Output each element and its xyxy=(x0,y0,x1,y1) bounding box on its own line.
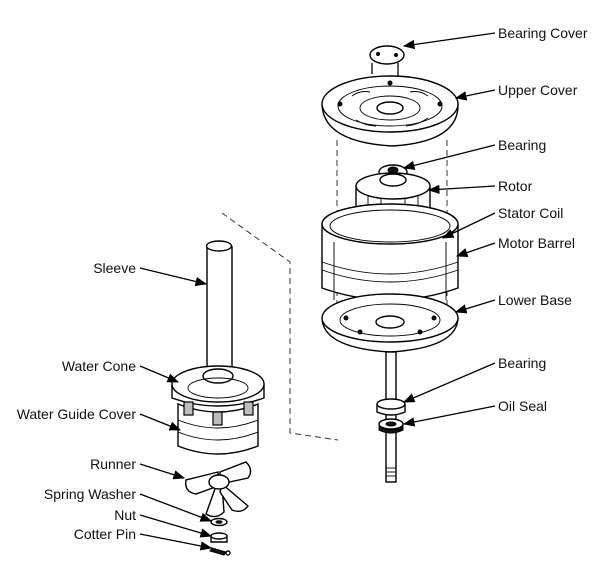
label-nut: Nut xyxy=(114,507,136,523)
label-motor-barrel: Motor Barrel xyxy=(498,235,575,251)
water-guide-cover-part xyxy=(177,401,259,455)
label-oil-seal: Oil Seal xyxy=(498,398,547,414)
oil-seal-part xyxy=(378,418,404,434)
label-bearing-cover: Bearing Cover xyxy=(498,25,588,41)
label-water-cone: Water Cone xyxy=(62,358,136,374)
label-sleeve: Sleeve xyxy=(93,260,136,276)
part-labels: Bearing Cover Upper Cover Bearing Rotor … xyxy=(17,25,588,542)
spring-washer-part xyxy=(210,517,228,527)
nut-part xyxy=(210,532,228,543)
label-upper-cover: Upper Cover xyxy=(498,82,578,98)
label-bearing-top: Bearing xyxy=(498,137,546,153)
label-water-guide-cover: Water Guide Cover xyxy=(17,406,137,422)
cotter-pin-part xyxy=(209,547,231,556)
water-cone-part xyxy=(171,365,265,407)
label-spring-washer: Spring Washer xyxy=(44,486,136,502)
label-rotor: Rotor xyxy=(498,178,533,194)
label-bearing-bottom: Bearing xyxy=(498,355,546,371)
bearing-cover-part xyxy=(369,45,405,76)
lower-base-part xyxy=(321,293,459,353)
label-cotter-pin: Cotter Pin xyxy=(74,526,136,542)
motor-shaft-part xyxy=(385,351,397,483)
bearing-bottom-part xyxy=(376,398,406,416)
motor-barrel-part xyxy=(321,203,459,301)
upper-cover-part xyxy=(321,75,459,147)
sleeve-part xyxy=(205,240,233,375)
label-lower-base: Lower Base xyxy=(498,292,572,308)
label-runner: Runner xyxy=(90,456,136,472)
leader-lines xyxy=(139,32,496,551)
label-stator-coil: Stator Coil xyxy=(498,205,563,221)
runner-part xyxy=(185,461,252,518)
